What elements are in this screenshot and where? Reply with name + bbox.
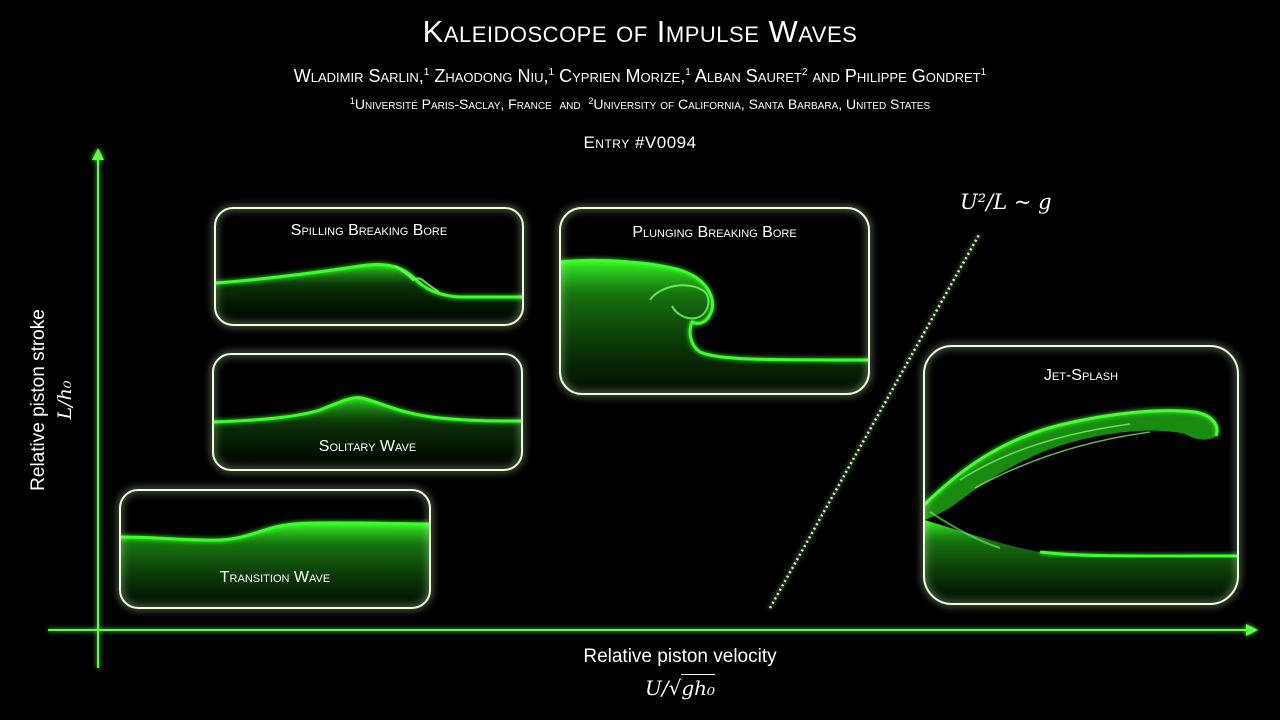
label-jet-splash: Jet-Splash xyxy=(1043,367,1119,384)
y-axis-arrowhead xyxy=(92,148,104,160)
jet-arc xyxy=(924,410,1218,520)
label-transition-wave: Transition Wave xyxy=(219,569,331,586)
panel-transition-frame xyxy=(119,489,431,609)
solitary-water xyxy=(213,397,522,470)
affiliation-1: Université Paris-Saclay, France xyxy=(354,96,552,112)
spilling-water xyxy=(215,264,523,325)
jet-arc-edge xyxy=(924,409,1219,507)
jet-base-surface xyxy=(1039,550,1238,558)
jet-curtain xyxy=(929,511,1001,549)
entry-number: Entry #V0094 xyxy=(583,133,697,152)
x-formula-radicand: gh₀ xyxy=(681,674,716,700)
label-plunging-breaking-bore: Plunging Breaking Bore xyxy=(632,224,797,241)
label-solitary-wave: Solitary Wave xyxy=(318,438,417,455)
author-2: Zhaodong Niu, xyxy=(434,66,549,86)
spilling-surface xyxy=(215,262,523,299)
plunging-water xyxy=(560,260,869,394)
author-list: Wladimir Sarlin,1 Zhaodong Niu,1 Cyprien… xyxy=(0,66,1280,87)
affiliation-joiner: and xyxy=(559,96,581,112)
author-4-aff: 2 xyxy=(801,67,808,78)
panel-plunging-frame xyxy=(559,207,870,395)
panel-solitary-frame xyxy=(212,353,523,471)
author-1: Wladimir Sarlin, xyxy=(293,66,424,86)
y-axis-label-group: Relative piston stroke L/h₀ xyxy=(28,300,88,500)
affiliations: 1Université Paris-Saclay, France and 2Un… xyxy=(0,96,1280,112)
x-axis-label: Relative piston velocity xyxy=(583,646,777,667)
regime-boundary-line xyxy=(768,232,982,609)
boundary-formula: U²/L ~ g xyxy=(960,190,1052,214)
poster-title: Kaleidoscope of Impulse Waves xyxy=(422,14,858,49)
panel-spilling-frame xyxy=(214,207,524,326)
panel-plunging xyxy=(559,207,870,395)
jet-base-water xyxy=(924,520,1238,604)
author-3-aff: 1 xyxy=(685,67,691,78)
panel-jet-splash xyxy=(923,345,1239,605)
affiliation-2-num: 2 xyxy=(588,96,594,106)
panel-transition xyxy=(119,489,431,609)
plunging-surface xyxy=(560,258,869,362)
transition-surface xyxy=(120,521,430,542)
affiliation-1-num: 1 xyxy=(349,96,355,106)
panel-jet-splash-frame xyxy=(923,345,1239,605)
author-1-aff: 1 xyxy=(423,67,430,78)
x-formula-prefix: U/ xyxy=(644,676,669,700)
x-axis-formula: U/√gh₀ xyxy=(480,674,880,700)
author-2-aff: 1 xyxy=(548,67,555,78)
spilling-foam xyxy=(394,265,440,293)
panel-spilling xyxy=(214,207,524,326)
label-spilling-breaking-bore: Spilling Breaking Bore xyxy=(290,222,448,239)
panel-solitary xyxy=(212,353,523,471)
author-3: Cyprien Morize, xyxy=(559,66,686,86)
transition-water xyxy=(120,522,430,608)
solitary-surface xyxy=(213,396,522,424)
y-axis-formula: L/h₀ xyxy=(54,380,76,420)
jet-streaks xyxy=(959,423,1151,489)
author-4: Alban Sauret xyxy=(694,66,802,86)
author-5-aff: 1 xyxy=(980,67,987,78)
axes xyxy=(48,148,1258,668)
author-5: and Philippe Gondret xyxy=(812,66,981,86)
sqrt-sign: √ xyxy=(668,676,682,700)
plunging-lip xyxy=(649,284,710,320)
x-axis-arrowhead xyxy=(1246,624,1258,636)
affiliation-2: University of California, Santa Barbara,… xyxy=(593,96,931,112)
y-axis-label: Relative piston stroke xyxy=(28,309,49,491)
